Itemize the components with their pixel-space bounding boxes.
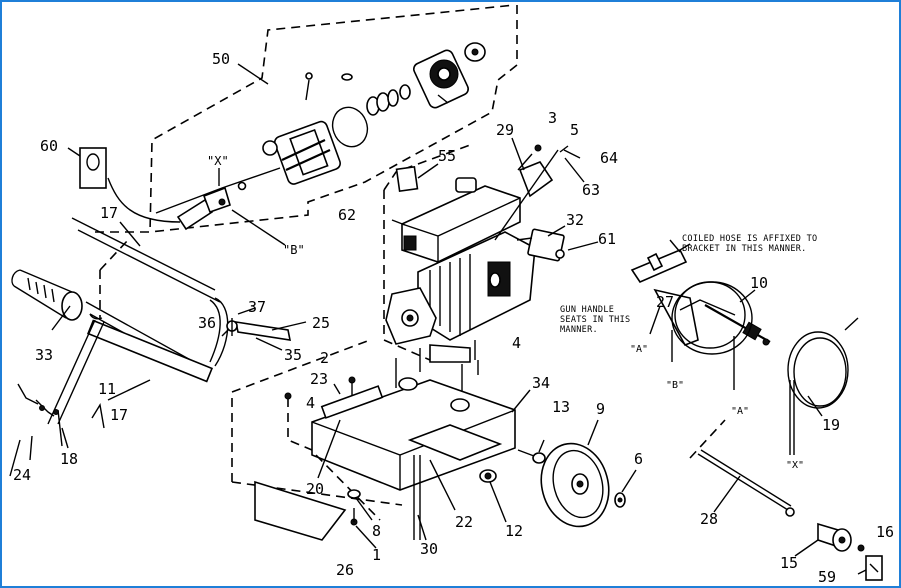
callout: 36: [198, 314, 216, 332]
marker-x: "X": [207, 154, 229, 168]
marker-b: "B": [666, 380, 684, 391]
callout: 15: [780, 554, 798, 572]
callout: 19: [822, 416, 840, 434]
callout: 60: [40, 137, 58, 155]
callout: 10: [750, 274, 768, 292]
callout: 63: [582, 181, 600, 199]
callout: 16: [876, 523, 894, 541]
callout: 23: [310, 370, 328, 388]
callout: 17: [100, 204, 118, 222]
fittings-bottom-right: [817, 522, 883, 581]
callout: 11: [98, 380, 116, 398]
gear-housing: [412, 42, 486, 109]
callout: 62: [338, 206, 356, 224]
marker-labels: "X" "B" "A" "B" "A" "X": [207, 154, 804, 471]
callout: 32: [566, 211, 584, 229]
spray-gun-27: [630, 243, 771, 390]
callout: 61: [598, 230, 616, 248]
small-parts-top: [395, 144, 569, 262]
marker-b: "B": [283, 243, 305, 257]
decal-tag-60: [67, 147, 107, 189]
callout: 59: [818, 568, 836, 586]
callout: 17: [110, 406, 128, 424]
callout: 8: [372, 522, 381, 540]
wheel-9: [540, 442, 610, 528]
callout: 50: [212, 50, 230, 68]
pump-assembly: [95, 4, 518, 246]
chassis-base: [231, 339, 516, 521]
callout: 24: [13, 466, 31, 484]
callout: 20: [306, 480, 324, 498]
callout: 29: [496, 121, 514, 139]
engine-62: [383, 144, 536, 410]
callout-labels: 50 60 17 17 33 11 24 18 36 37 35 25 2 23…: [13, 50, 894, 586]
axle-28: [689, 419, 795, 517]
callout: 25: [312, 314, 330, 332]
hardware-bolts: [226, 318, 626, 540]
callout: 13: [552, 398, 570, 416]
note-coiled-hose-line: BRACKET IN THIS MANNER.: [682, 244, 807, 254]
callout: 5: [570, 121, 579, 139]
callout: 2: [320, 349, 329, 367]
handle-frame: [11, 217, 229, 425]
marker-x: "X": [786, 460, 804, 471]
left-hardware: [9, 383, 105, 477]
callout: 35: [284, 346, 302, 364]
callout: 12: [505, 522, 523, 540]
assembly-notes: COILED HOSE IS AFFIXED TO BRACKET IN THI…: [560, 234, 817, 335]
tray-26: [254, 480, 347, 541]
callout: 55: [438, 147, 456, 165]
marker-a: "A": [630, 344, 648, 355]
callout: 64: [600, 149, 618, 167]
callout: 3: [548, 109, 557, 127]
note-coiled-hose-line: COILED HOSE IS AFFIXED TO: [682, 234, 817, 244]
callout: 1: [372, 546, 381, 564]
callout: 37: [248, 298, 266, 316]
callout: 4: [306, 394, 315, 412]
marker-a: "A": [731, 406, 749, 417]
callout: 26: [336, 561, 354, 579]
callout: 27: [656, 293, 674, 311]
coiled-hose-19: [787, 317, 859, 455]
note-gun-handle-line: GUN HANDLE: [560, 305, 614, 315]
callout: 34: [532, 374, 550, 392]
callout: 9: [596, 400, 605, 418]
note-gun-handle-line: SEATS IN THIS: [560, 315, 630, 325]
callout: 22: [455, 513, 473, 531]
callout: 28: [700, 510, 718, 528]
callout: 18: [60, 450, 78, 468]
callout: 30: [420, 540, 438, 558]
leader-lines: [29, 63, 867, 575]
callout: 6: [634, 450, 643, 468]
note-gun-handle-line: MANNER.: [560, 325, 598, 335]
seal-stack: [366, 84, 411, 116]
grip-33: [11, 269, 83, 321]
callout: 33: [35, 346, 53, 364]
callout: 4: [512, 334, 521, 352]
